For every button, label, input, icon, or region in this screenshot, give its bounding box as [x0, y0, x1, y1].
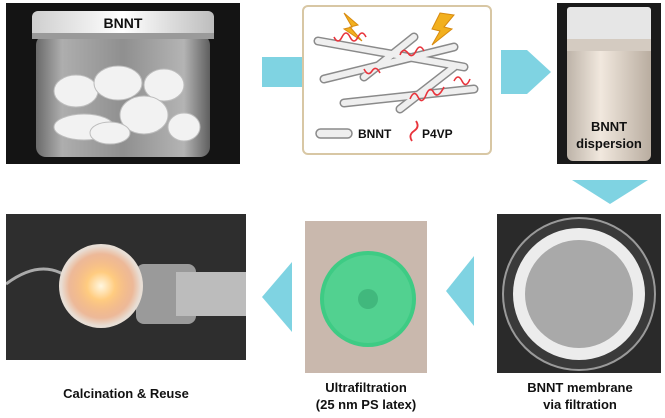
membrane-caption-line-2: via filtration [543, 397, 617, 412]
legend-polymer-label: P4VP [422, 127, 453, 141]
legend-tube-label: BNNT [358, 127, 392, 141]
calcination-photo [6, 214, 246, 360]
dispersion-caption-line-1: BNNT [590, 119, 628, 134]
arrow-down [572, 180, 648, 206]
bnnt-dispersion-vial-photo: BNNT dispersion [557, 3, 661, 164]
bnnt-jar-photo: BNNT [6, 3, 240, 164]
arrow-left-2 [262, 262, 292, 332]
ultrafiltration-caption-line-1: Ultrafiltration [325, 380, 407, 395]
bnnt-p4vp-schematic: BNNT P4VP [302, 5, 492, 155]
bnnt-membrane-photo [497, 214, 661, 373]
legend-tube-swatch [315, 128, 353, 139]
ultrafiltration-photo [305, 221, 427, 373]
dispersion-caption-line-2: dispersion [576, 136, 642, 151]
membrane-caption-line-1: BNNT membrane [527, 380, 633, 395]
arrow-left-1 [446, 256, 474, 326]
ultrafiltration-caption-line-2: (25 nm PS latex) [315, 397, 417, 412]
lightning-icon [431, 12, 455, 46]
lightning-icon [342, 12, 363, 42]
jar-label: BNNT [103, 15, 143, 31]
legend-polymer-swatch [409, 120, 419, 142]
calcination-caption: Calcination & Reuse [63, 386, 189, 401]
arrow-right-1 [262, 42, 302, 102]
arrow-right-2 [501, 40, 551, 104]
